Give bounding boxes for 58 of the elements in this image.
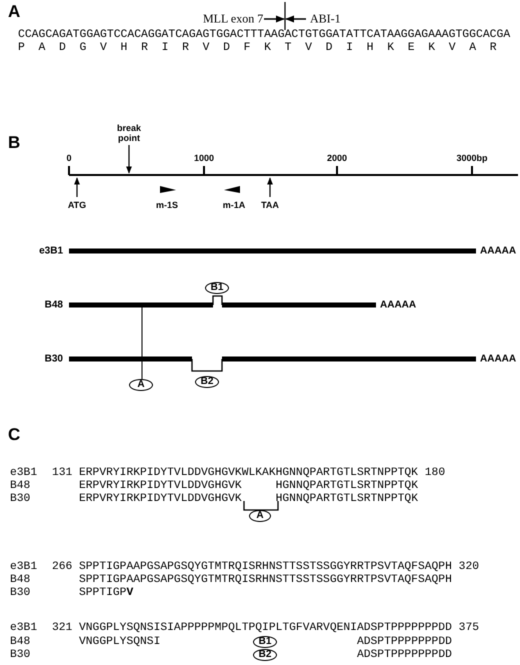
residue-number: 131 — [52, 467, 72, 479]
residue-number: 180 — [424, 467, 446, 479]
callout-oval: A — [129, 379, 153, 391]
transcript-bar — [69, 248, 476, 254]
amino-acid-sequence: VNGGPLYSQNSI — [79, 636, 160, 648]
scale-label: 3000bp — [456, 153, 488, 163]
sequence-name: B30 — [10, 587, 30, 599]
transcript-name: B48 — [44, 300, 63, 310]
callout-oval: A — [249, 510, 271, 522]
panel-letter: C — [8, 425, 20, 445]
amino-acid-sequence: HGNNQPARTGTLSRTNPPTQK — [276, 493, 418, 505]
sequence-name: B48 — [10, 480, 30, 492]
sequence-name: B48 — [10, 636, 30, 648]
codon-label: ATG — [68, 200, 86, 210]
polya-tail-label: AAAAA — [380, 300, 416, 310]
sequence-name: e3B1 — [10, 561, 38, 573]
primer-label: m-1S — [156, 200, 178, 210]
sequence-name: B30 — [10, 493, 30, 505]
panel-letter: A — [8, 2, 20, 22]
scale-label: 0 — [66, 153, 72, 163]
gene-label: ABI-1 — [310, 12, 341, 26]
amino-acid-sequence: SPPTIGPAAPGSAPGSQYGTMTRQISRHNSTTSSTSSGGYRRTPSVTAQFSAQPH — [79, 561, 452, 573]
callout-oval: B1 — [205, 282, 229, 294]
amino-acid-sequence: SPPTIGPAAPGSAPGSQYGTMTRQISRHNSTTSSTSSGGYRRTPSVTAQFSAQPH — [79, 574, 452, 586]
gene-label: MLL exon 7 — [203, 12, 264, 26]
callout-oval: B2 — [195, 376, 219, 388]
dna-sequence: CCAGCAGATGGAGTCCACAGGATCAGAGTGGACTTTAAGACTGTGGATATTCATAAGGAGAAAGTGGCACGA — [18, 29, 510, 41]
breakpoint-label: break point — [116, 123, 142, 143]
primer-label: m-1A — [222, 200, 246, 210]
amino-acid-sequence: ADSPTPPPPPPPDD — [356, 649, 452, 661]
polya-tail-label: AAAAA — [480, 246, 516, 256]
scale-label: 2000 — [326, 153, 348, 163]
scale-label: 1000 — [194, 153, 214, 163]
panel-letter: B — [8, 133, 20, 153]
amino-acid-sequence: VNGGPLYSQNSISIAPPPPPMPQLTPQIPLTGFVARVQENIADSPTPPPPPPPDD — [79, 622, 452, 634]
sequence-name: B48 — [10, 574, 30, 586]
transcript-name: e3B1 — [39, 246, 63, 256]
transcript-bar — [66, 356, 478, 372]
sequence-name: e3B1 — [10, 467, 38, 479]
callout-oval: B2 — [253, 649, 277, 661]
residue-number: 266 — [52, 561, 72, 573]
residue-number: 375 — [458, 622, 480, 634]
codon-label: TAA — [261, 200, 279, 210]
callout-oval: B1 — [253, 636, 277, 648]
amino-acid-sequence: ADSPTPPPPPPPDD — [356, 636, 452, 648]
amino-acid-sequence: ERPVRYIRKPIDYTVLDDVGHGVK — [79, 480, 242, 492]
residue-number: 320 — [458, 561, 480, 573]
amino-acid-sequence: SPPTIGPV — [79, 587, 134, 599]
transcript-name: B30 — [44, 354, 63, 364]
protein-sequence: P A D G V H R I R V D F K T V D I H K E K V A R — [18, 42, 497, 54]
amino-acid-sequence: ERPVRYIRKPIDYTVLDDVGHGVKWLKAKHGNNQPARTGTLSRTNPPTQK — [79, 467, 418, 479]
sequence-name: e3B1 — [10, 622, 38, 634]
amino-acid-sequence: HGNNQPARTGTLSRTNPPTQK — [276, 480, 418, 492]
amino-acid-sequence: ERPVRYIRKPIDYTVLDDVGHGVK — [79, 493, 242, 505]
residue-number: 321 — [52, 622, 72, 634]
sequence-name: B30 — [10, 649, 30, 661]
polya-tail-label: AAAAA — [480, 354, 516, 364]
transcript-bar — [66, 295, 378, 308]
